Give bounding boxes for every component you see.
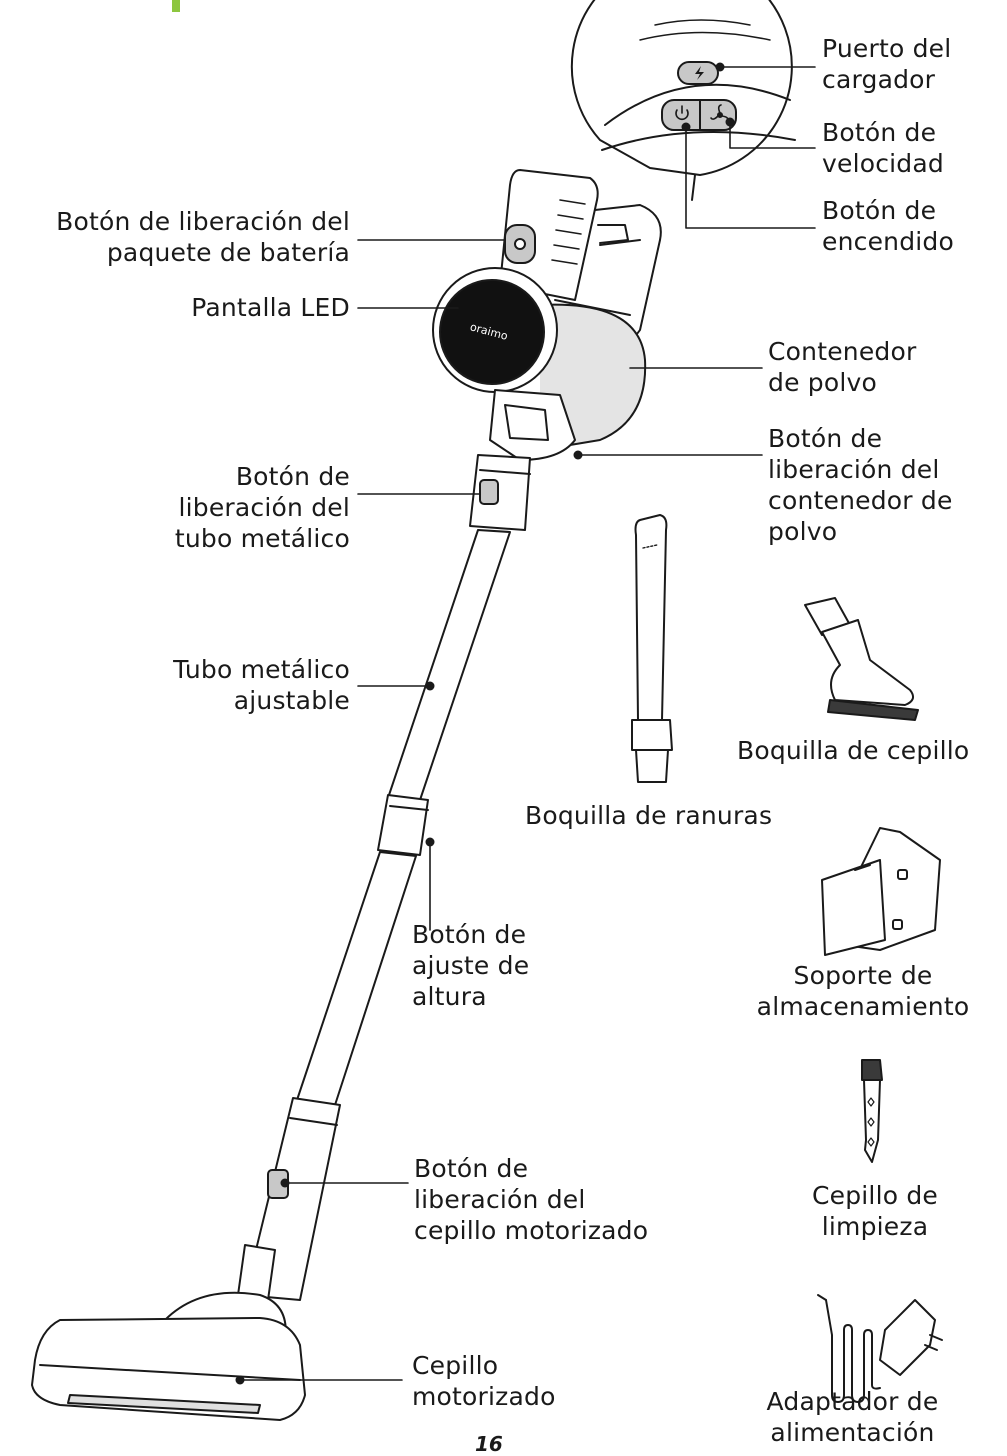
label-motorized-brush: Cepillo motorizado — [412, 1351, 556, 1411]
power-icon — [675, 105, 689, 121]
label-crevice-nozzle: Boquilla de ranuras — [525, 801, 773, 830]
crevice-nozzle — [631, 514, 673, 783]
label-power-button: Botón de encendido — [822, 196, 954, 256]
label-adjustable-tube: Tubo metálico ajustable — [173, 655, 350, 715]
label-tube-release: Botón de liberación del tubo metálico — [174, 462, 350, 553]
power-adapter — [817, 1294, 943, 1403]
label-cleaning-brush: Cepillo de limpieza — [811, 1181, 939, 1241]
brush-nozzle — [804, 597, 919, 721]
label-battery-release: Botón de liberación del paquete de bater… — [56, 207, 350, 267]
label-led-display: Pantalla LED — [191, 293, 350, 322]
label-brush-release: Botón de liberación del cepillo motoriza… — [414, 1154, 649, 1245]
leader-lines — [239, 66, 816, 1381]
lightning-icon — [695, 66, 704, 80]
led-display — [439, 279, 545, 385]
page-number: 16 — [475, 1432, 503, 1456]
control-panel-inset — [570, 0, 796, 201]
metal-tube — [237, 529, 511, 1301]
label-speed-button: Botón de velocidad — [822, 118, 944, 178]
label-brush-nozzle: Boquilla de cepillo — [737, 736, 970, 765]
label-storage-holder: Soporte de almacenamiento — [756, 961, 970, 1021]
tube-release-button — [479, 479, 499, 505]
label-power-adapter: Adaptador de alimentación — [766, 1387, 939, 1447]
storage-holder — [821, 827, 941, 956]
vacuum-body: oraimo — [432, 169, 662, 531]
cleaning-brush — [861, 1059, 883, 1163]
label-dust-container: Contenedor de polvo — [768, 337, 917, 397]
accent-bar — [172, 0, 180, 12]
label-container-release: Botón de liberación del contenedor de po… — [768, 424, 953, 546]
label-height-adjust: Botón de ajuste de altura — [412, 920, 530, 1011]
motorized-brush-head — [31, 1291, 306, 1421]
label-charger-port: Puerto del cargador — [822, 34, 952, 94]
